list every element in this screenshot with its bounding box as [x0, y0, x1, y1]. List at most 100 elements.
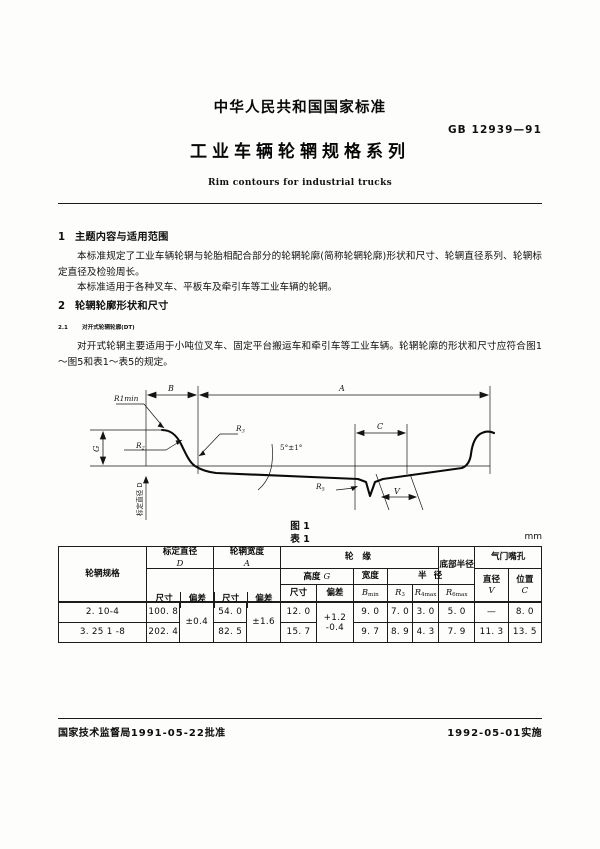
cell-r3: 7. 0 [386, 602, 414, 624]
footer-approval: 国家技术监督局1991-05-22批准 [58, 724, 226, 739]
th-r3: R3 [386, 584, 414, 603]
diameter-axis-arrows [143, 475, 149, 484]
section-2-1-title: 对开式轮辋轮廓(DT) [82, 325, 135, 331]
section-2-1-heading: 2.1 对开式轮辋轮廓(DT) [58, 321, 542, 336]
standard-number: GB 12939—91 [447, 124, 542, 136]
section-2-1-number: 2.1 [58, 325, 68, 331]
cell-spec: 2. 10-4 [58, 602, 147, 624]
th-height-size: 尺寸 [279, 584, 318, 603]
rim-profile-curve [160, 428, 496, 498]
cell-a-size: 82. 5 [213, 622, 248, 644]
leader-r1min [116, 403, 165, 429]
national-standard-line: 中华人民共和国国家标准 [213, 100, 387, 116]
leader-r3 [198, 433, 238, 457]
section-1-paragraph-1: 本标准规定了工业车辆轮辋与轮胎相配合部分的轮辋轮廓(简称轮辋轮廓)形状和尺寸、轮… [58, 251, 542, 278]
section-1-heading: 1 主题内容与适用范围 [58, 230, 542, 245]
section-2-number: 2 [58, 301, 66, 312]
cell-valve-pos: 8. 0 [507, 602, 543, 624]
rim-contour-drawing: B A C G [90, 384, 496, 520]
radius-r2-label: R2 [135, 441, 145, 451]
th-rim-width: 轮辋宽度 A [213, 545, 281, 570]
cell-g-size: 12. 0 [279, 602, 318, 624]
section-2-heading: 2 轮辋轮廓形状和尺寸 [58, 299, 542, 314]
footer-divider [58, 718, 542, 719]
table-unit-label: mm [524, 532, 542, 542]
radius-r1min-label: R1min [113, 394, 139, 403]
th-flange-radius: 半 径 [386, 568, 476, 586]
table-row: 3. 25 1 -8 202. 4 82. 5 15. 7 9. 7 8. 9 … [58, 622, 543, 644]
th-nominal-diameter: 标定直径 D [145, 545, 215, 570]
cell-r4-max: 3. 0 [412, 602, 439, 624]
footer-implementation-action: 实施 [521, 728, 542, 739]
table-row: 2. 10-4 100. 8 ±0.4 54. 0 ±1.6 12. 0 +1.… [58, 602, 543, 644]
table-header-row-2: 高度 G 宽度 半 径 直径 V 位置 C [59, 568, 543, 603]
cell-spec: 3. 25 1 -8 [58, 622, 147, 644]
th-b-min: Bmin [352, 584, 388, 603]
section-1-title: 主题内容与适用范围 [75, 232, 169, 243]
cell-r6-max: 5. 0 [437, 602, 476, 624]
cell-r4-max: 4. 3 [412, 622, 439, 644]
cell-r6-max: 7. 9 [437, 622, 476, 644]
size-deviation-subheaders: 尺寸 偏差 尺寸 偏差 [148, 592, 280, 608]
dimension-g-label: G [92, 445, 101, 452]
taper-angle-label: 5°±1° [280, 443, 302, 452]
ext-line-v-slant-r [409, 473, 424, 511]
th-rim-spec: 轮辋规格 [58, 545, 147, 603]
leader-r5-arrow [350, 486, 358, 491]
th-d-size: 尺寸 [148, 592, 182, 608]
dimension-b [146, 391, 198, 399]
th-flange: 轮 缘 [279, 545, 439, 570]
dimension-a-label: A [338, 384, 345, 393]
th-a-size: 尺寸 [215, 592, 248, 608]
radius-r5-label: R5 [315, 482, 325, 492]
th-a-deviation: 偏差 [255, 594, 273, 604]
footer-implementation-date: 1992-05-01 [447, 728, 522, 739]
cell-valve-pos: 13. 5 [507, 622, 543, 644]
cell-d-tolerance: ±0.4 [179, 602, 215, 644]
cell-g-size: 15. 7 [279, 622, 318, 644]
header-divider [58, 203, 542, 204]
dimension-c-label: C [377, 422, 383, 431]
th-diameter-tolerance-group [145, 568, 215, 603]
cell-d-size: 202. 4 [145, 622, 181, 644]
th-r4-max: R4max [412, 584, 439, 603]
rim-contour-figure: B A C G [58, 378, 542, 530]
section-1-number: 1 [58, 232, 66, 243]
cell-valve-dia: — [474, 602, 509, 624]
section-1-paragraph-2: 本标准适用于各种叉车、平板车及牵引车等工业车辆的轮辋。 [77, 282, 338, 294]
cell-g-tolerance: +1.2 -0.4 [316, 602, 354, 644]
th-flange-height: 高度 G [279, 568, 354, 586]
nominal-diameter-axis-label: 标定直径 D [135, 482, 144, 516]
dimension-b-label: B [167, 384, 174, 393]
th-valve-position: 位置 C [507, 568, 543, 603]
footer-approval-date: 1991-05-22 [130, 728, 205, 739]
document-title-english: Rim contours for industrial trucks [208, 178, 392, 188]
cell-r3: 8. 9 [386, 622, 414, 644]
document-title: 工业车辆轮辋规格系列 [190, 142, 410, 162]
section-2-title: 轮辋轮廓形状和尺寸 [75, 301, 169, 312]
th-height-deviation: 偏差 [316, 584, 354, 603]
leader-r1min-arrow [157, 422, 164, 428]
dimension-a [198, 391, 490, 399]
leader-r3-arrow [199, 450, 206, 456]
dimension-g [99, 430, 107, 466]
taper-angle-arc [257, 443, 273, 491]
table-1-caption: 表 1 [290, 534, 310, 545]
th-valve-diameter: 直径 V [474, 568, 509, 603]
th-d-deviation: 偏差 [181, 592, 215, 608]
footer-implementation: 1992-05-01实施 [447, 724, 542, 739]
dimension-v [380, 493, 418, 501]
table-header-row-1: 轮辋规格 标定直径 D 轮辋宽度 A 轮 缘 底部半径 气门嘴孔 [58, 545, 542, 603]
th-r6-max: R6max [437, 584, 476, 603]
th-flange-width: 宽度 [352, 568, 388, 586]
table-header-row-3: 尺寸 偏差 Bmin R3 R4max R6max [59, 584, 542, 603]
leader-r2-arrow [175, 440, 182, 445]
document-header: 中华人民共和国国家标准 GB 12939—91 工业车辆轮辋规格系列 Rim c… [58, 96, 542, 188]
cell-valve-dia: 11. 3 [474, 622, 509, 644]
leader-r2 [124, 439, 183, 451]
leader-r5 [335, 487, 355, 491]
footer-approval-action: 批准 [204, 728, 226, 739]
section-1: 1 主题内容与适用范围 本标准规定了工业车辆轮辋与轮胎相配合部分的轮辋轮廓(简称轮… [58, 230, 542, 296]
